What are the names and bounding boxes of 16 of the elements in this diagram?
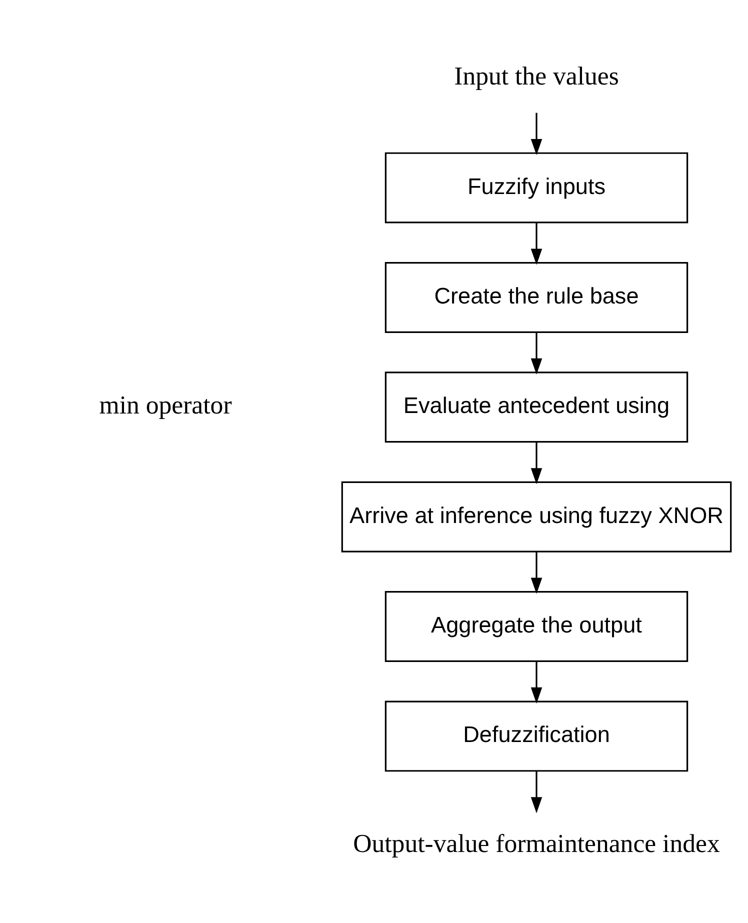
node-box: Fuzzify inputs	[384, 152, 688, 223]
arrow	[530, 332, 542, 374]
node-box: Evaluate antecedent using	[384, 371, 688, 442]
node-box: Create the rule base	[384, 262, 688, 332]
node-box: Arrive at inference using fuzzy XNOR	[341, 480, 732, 552]
arrow	[530, 660, 542, 704]
label: min operator	[99, 390, 232, 419]
node-box: Defuzzification	[384, 700, 688, 772]
node-box: Aggregate the output	[384, 590, 688, 662]
arrow	[530, 551, 542, 594]
arrow	[530, 770, 542, 813]
arrow	[530, 112, 542, 155]
node-text: Input the values	[454, 60, 619, 90]
arrow	[530, 222, 542, 264]
arrow	[530, 441, 542, 484]
node-text: Output-value formaintenance index	[353, 828, 720, 858]
